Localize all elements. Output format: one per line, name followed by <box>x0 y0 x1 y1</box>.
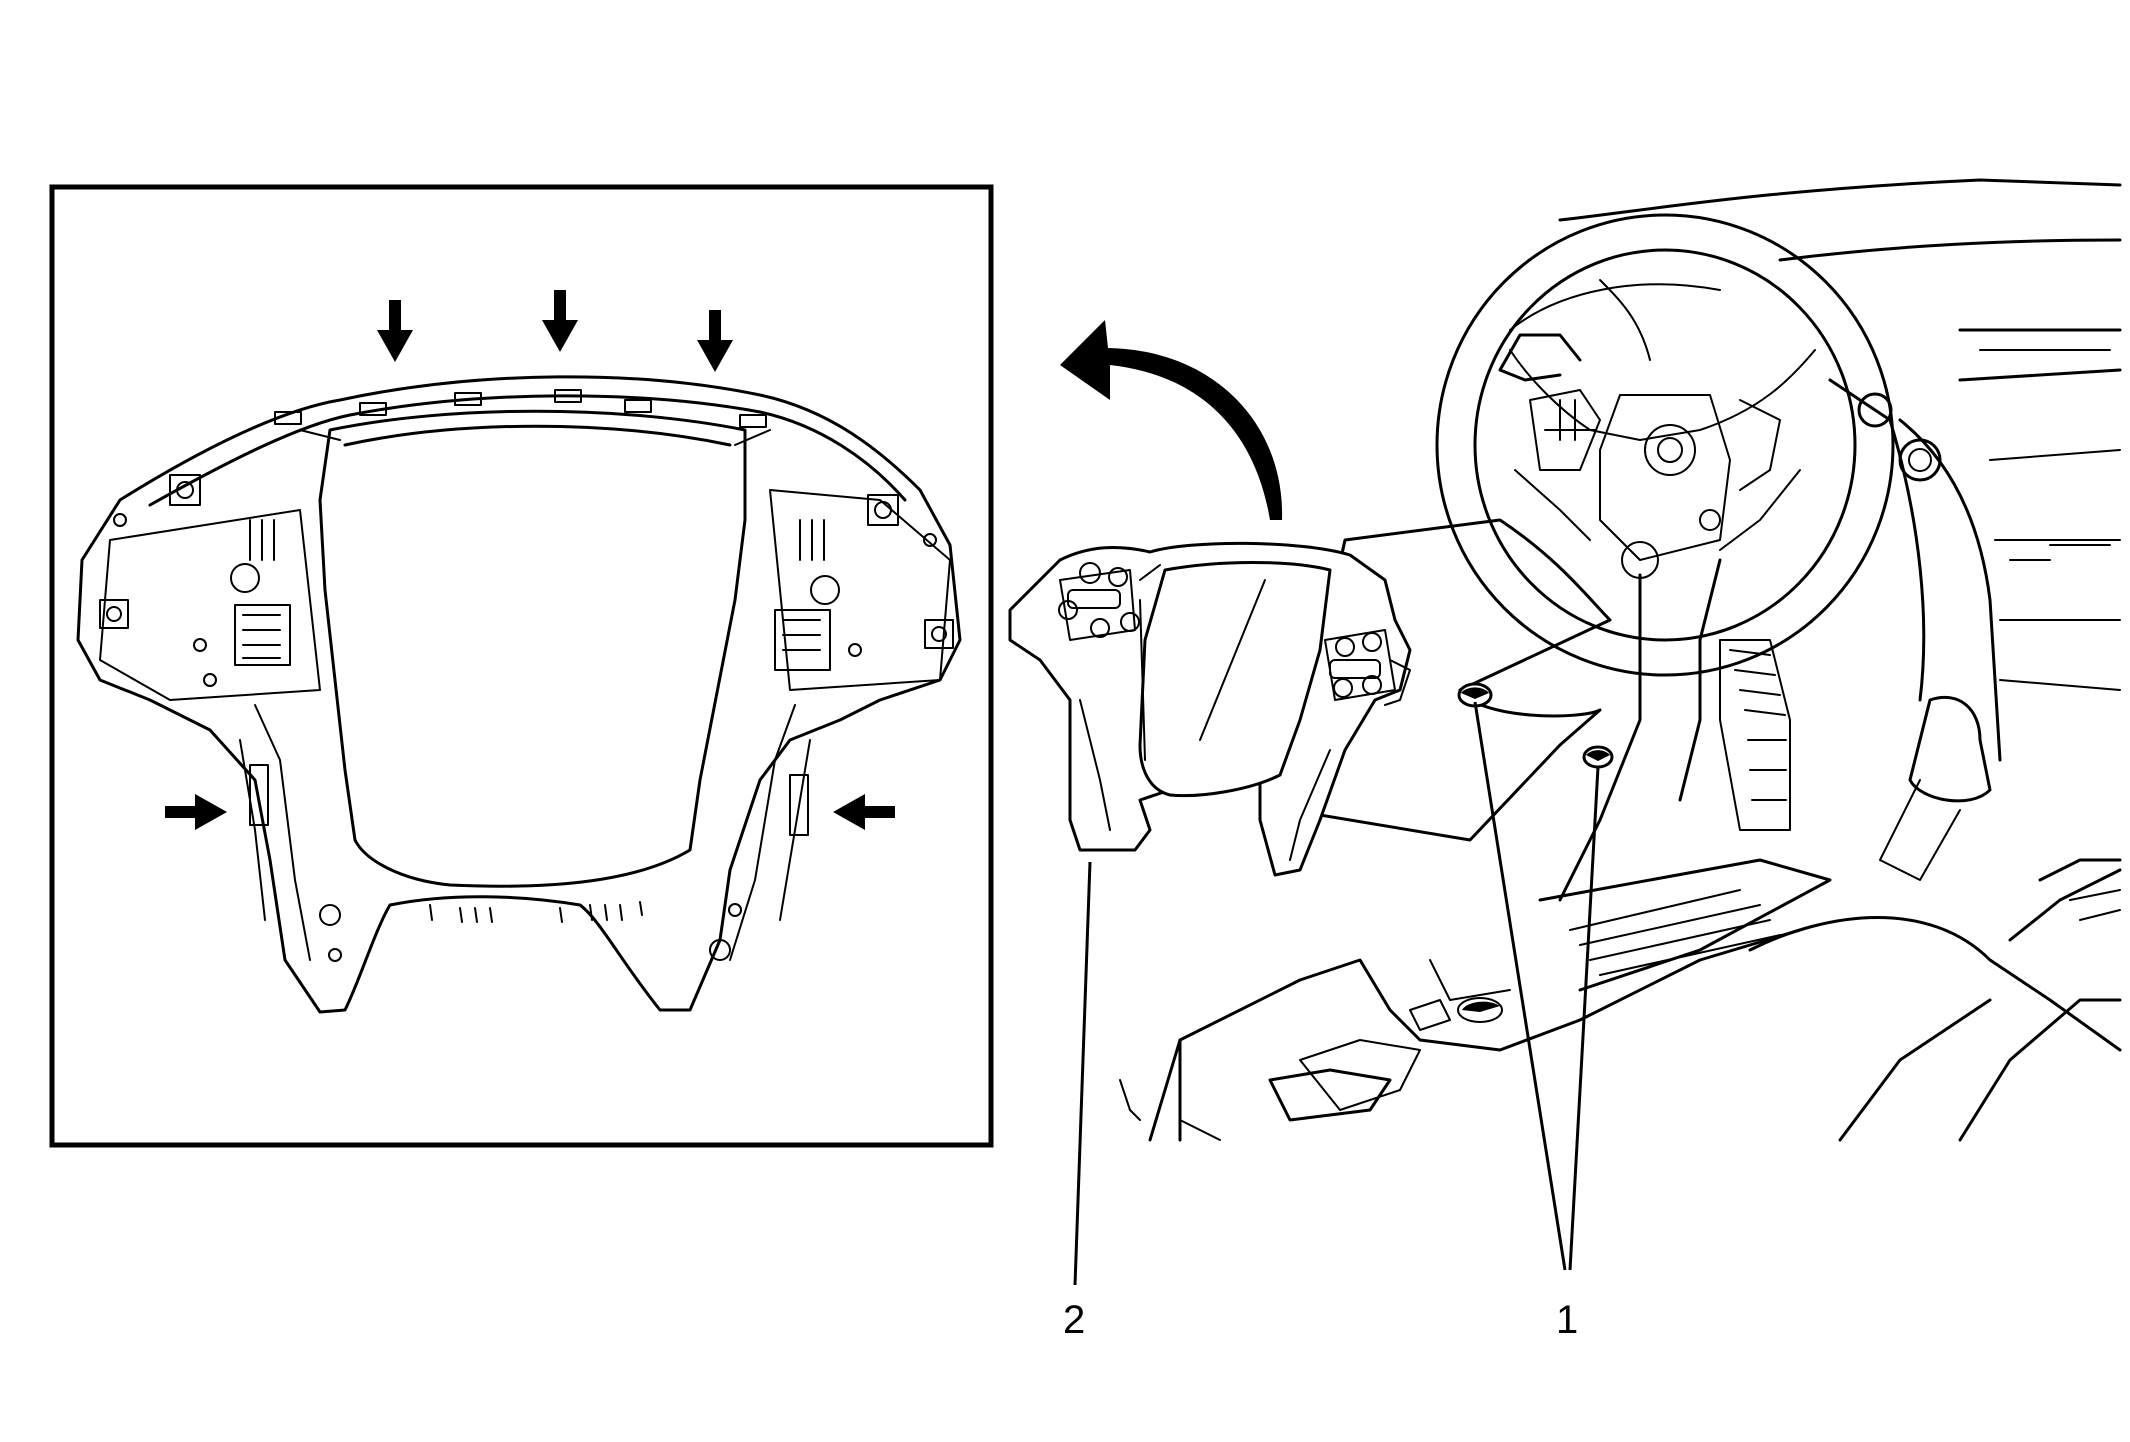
arrow-icon <box>833 794 895 830</box>
steering-wheel-bezel <box>1008 541 1412 877</box>
arrow-icon <box>697 310 733 372</box>
floor-emblem <box>1457 997 1503 1023</box>
arrow-icon <box>542 290 578 352</box>
arrow-icon <box>165 794 227 830</box>
screw-icon <box>1582 745 1614 769</box>
detail-view <box>49 184 994 1148</box>
arrow-icon <box>377 300 413 362</box>
curved-arrow-icon <box>1060 320 1283 520</box>
callout-label-1: 1 <box>1556 1298 1578 1342</box>
callout-leaders <box>1073 701 1600 1286</box>
bezel-rear-view <box>76 375 962 1014</box>
callout-label-2: 2 <box>1063 1298 1085 1342</box>
bezel-fasteners <box>1457 682 1614 769</box>
clip-arrows <box>165 290 895 830</box>
detail-view-frame <box>49 184 994 1148</box>
steering-wheel <box>1435 213 1895 677</box>
vehicle-interior-view <box>1119 178 2122 1142</box>
